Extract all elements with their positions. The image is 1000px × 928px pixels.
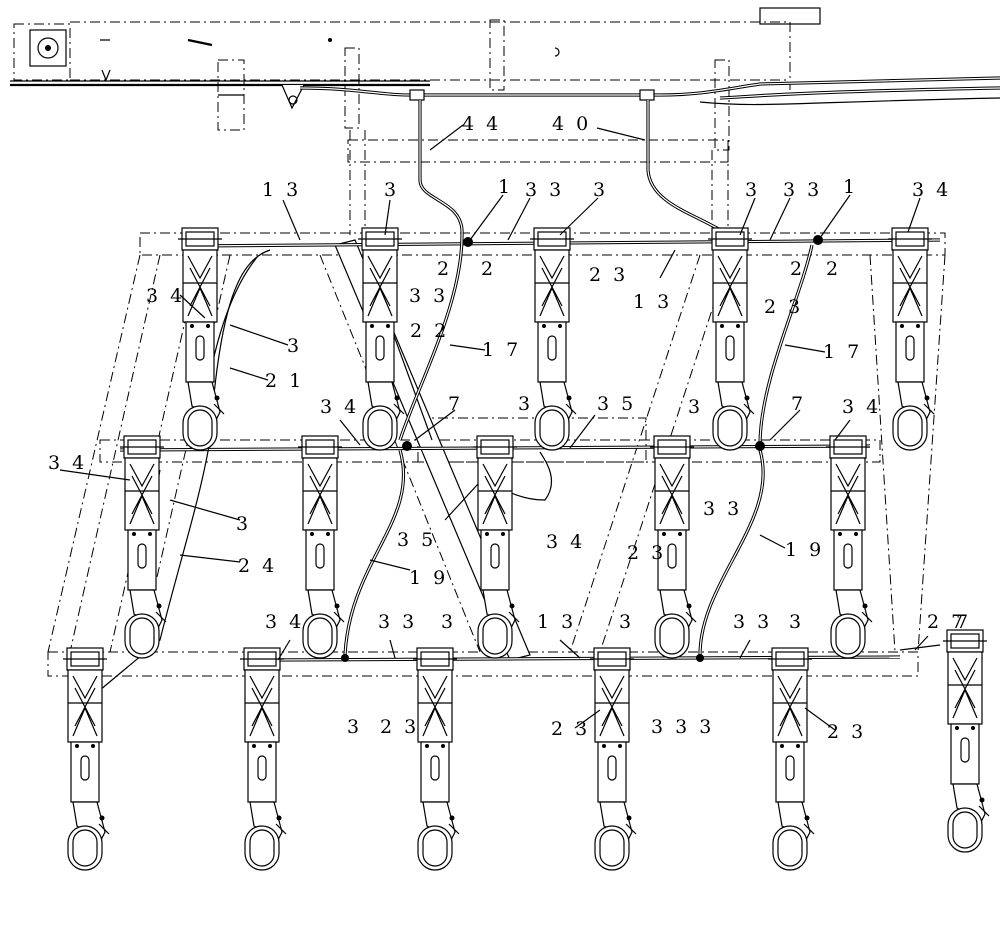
- label-34: 3 4: [546, 531, 585, 553]
- label-33: 3 3: [409, 285, 448, 307]
- label-13: 1 3: [262, 179, 301, 201]
- label-3: 3: [789, 611, 804, 633]
- label-34: 3 4: [146, 285, 185, 307]
- row-units: [62, 227, 990, 871]
- reference-labels: 4 4 4 0 1 3 3 1 3 3 3 3 3 3 1 3 4 2 2 2 …: [48, 113, 971, 743]
- label-3: 3: [236, 513, 251, 535]
- label-34: 3 4: [48, 452, 87, 474]
- label-35: 3 5: [597, 393, 636, 415]
- label-23: 2 3: [827, 721, 866, 743]
- label-7: 7: [791, 393, 806, 415]
- hitch-frame: [10, 7, 1000, 235]
- label-34: 3 4: [320, 396, 359, 418]
- hose-junctions: [341, 235, 823, 662]
- label-7: 7: [956, 611, 971, 633]
- label-1: 1: [843, 176, 858, 198]
- label-33: 3 3: [703, 498, 742, 520]
- label-17: 1 7: [823, 341, 862, 363]
- label-27: 2 7: [927, 611, 966, 633]
- label-17: 1 7: [482, 339, 521, 361]
- label-3: 3: [347, 716, 362, 738]
- label-19: 1 9: [409, 567, 448, 589]
- label-333: 3 3 3: [651, 716, 714, 738]
- label-33: 3 3: [783, 179, 822, 201]
- label-21: 2 1: [265, 370, 304, 392]
- label-24: 2 4: [238, 555, 277, 577]
- label-34: 3 4: [265, 611, 304, 633]
- label-1: 1: [498, 176, 513, 198]
- label-23: 2 3: [380, 716, 419, 738]
- label-2: 2: [790, 258, 805, 280]
- label-3: 3: [619, 611, 634, 633]
- label-22: 2 2: [410, 320, 449, 342]
- label-34: 3 4: [912, 179, 951, 201]
- leader-lines: [59, 124, 929, 731]
- label-13: 1 3: [633, 291, 672, 313]
- label-23: 2 3: [551, 718, 590, 740]
- label-33: 3 3: [378, 611, 417, 633]
- label-23: 2 3: [627, 542, 666, 564]
- label-40: 4 0: [552, 113, 591, 135]
- label-33: 3 3: [525, 179, 564, 201]
- label-3: 3: [287, 335, 302, 357]
- label-35: 3 5: [397, 529, 436, 551]
- label-23: 2 3: [589, 264, 628, 286]
- label-3: 3: [745, 179, 760, 201]
- label-7: 7: [448, 393, 463, 415]
- label-19: 1 9: [785, 539, 824, 561]
- label-2: 2: [437, 258, 452, 280]
- label-2: 2: [481, 258, 496, 280]
- label-2: 2: [826, 258, 841, 280]
- label-3: 3: [688, 396, 703, 418]
- label-34: 3 4: [842, 396, 881, 418]
- label-13: 1 3: [537, 611, 576, 633]
- label-3: 3: [593, 179, 608, 201]
- label-3: 3: [518, 393, 533, 415]
- label-44: 4 4: [462, 113, 501, 135]
- label-3: 3: [441, 611, 456, 633]
- label-33: 3 3: [733, 611, 772, 633]
- label-23: 2 3: [764, 296, 803, 318]
- label-3: 3: [384, 179, 399, 201]
